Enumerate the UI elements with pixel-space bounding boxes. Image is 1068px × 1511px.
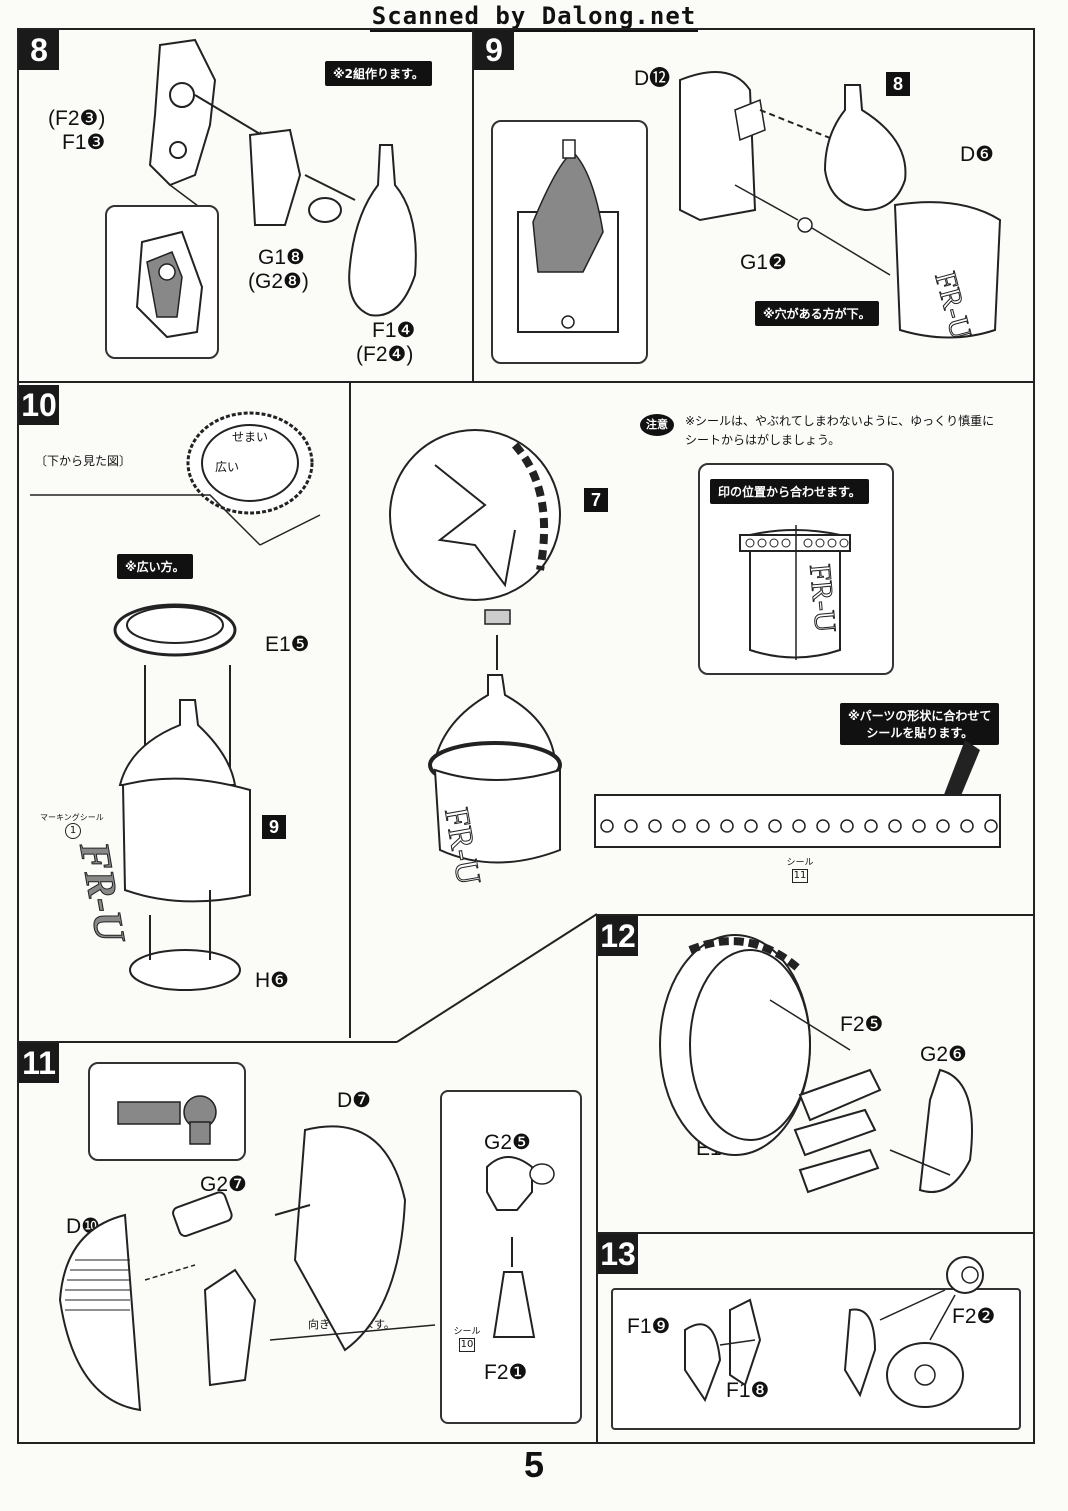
step13-illustration [684, 1256, 984, 1408]
part-label: F1❾ [627, 1315, 671, 1338]
ring-bottom-view [186, 411, 314, 515]
part-label: F2❶ [484, 1361, 528, 1384]
divider [472, 28, 474, 382]
part-label: D❼ [337, 1089, 371, 1112]
divider-diagonal [17, 913, 598, 1043]
step-reference: 7 [584, 488, 608, 512]
divider [596, 914, 598, 1442]
caution-badge: 注意 [640, 414, 674, 436]
part-label: G1❷ [740, 251, 787, 274]
step-number: 9 [474, 30, 514, 70]
part-label: G2❺ [484, 1131, 531, 1154]
step-number: 11 [19, 1043, 59, 1083]
step-note: ※2組作ります。 [325, 61, 432, 86]
step-note: ※穴がある方が下。 [755, 301, 879, 326]
part-label: G2❻ [920, 1043, 967, 1066]
part-label: G1❽ [258, 246, 305, 269]
part-label: F2❺ [840, 1013, 884, 1036]
divider [596, 1232, 1033, 1234]
part-label: (G2❽) [248, 270, 309, 293]
step10-center-illustration: FR-U [389, 429, 562, 888]
sticker-note: ※パーツの形状に合わせて シールを貼ります。 [840, 703, 1000, 745]
part-label: (F2❸) [48, 107, 106, 130]
detail-inset [88, 1062, 246, 1161]
caution-text: ※シールは、やぶれてしまわないように、ゆっくり慎重に [685, 414, 995, 428]
step-reference: 8 [886, 72, 910, 96]
detail-inset [105, 205, 219, 359]
detail-inset [611, 1288, 1021, 1430]
scan-credit: Scanned by Dalong.net [369, 2, 699, 32]
step-number: 13 [598, 1234, 638, 1274]
divider [596, 914, 1033, 916]
narrow-label: せまい [232, 430, 269, 444]
part-label: F1❽ [726, 1379, 770, 1402]
part-label: D❻ [960, 143, 994, 166]
part-label: H❻ [255, 969, 289, 992]
wide-label: 広い [215, 460, 240, 474]
step-note: ※広い方。 [117, 554, 193, 579]
part-label: F2❷ [952, 1305, 996, 1328]
part-label: F1❹ [372, 319, 416, 342]
part-label: D⓬ [634, 67, 671, 90]
detail-inset [440, 1090, 582, 1424]
step-number: 8 [19, 30, 59, 70]
page-number: 5 [523, 1444, 545, 1485]
part-label: (F2❹) [356, 343, 414, 366]
step9-illustration: FR-U [679, 71, 1002, 344]
marking-number: 1 [65, 823, 81, 839]
step11-illustration [58, 1125, 436, 1412]
part-label: F1❸ [62, 131, 106, 154]
fr-u-logo: FR-U [803, 563, 842, 634]
sticker-strip [594, 740, 1001, 848]
page-frame [17, 28, 1035, 1444]
step12-illustration [659, 934, 973, 1194]
part-label: G2❼ [200, 1173, 247, 1196]
step-number: 12 [598, 916, 638, 956]
step10-left-illustration: FR-U [30, 494, 321, 991]
align-note: 印の位置から合わせます。 [710, 479, 869, 504]
caution-text: シートからはがしましょう。 [685, 433, 841, 447]
step-number: 10 [19, 385, 59, 425]
detail-inset [491, 120, 648, 364]
step-reference: 9 [262, 815, 286, 839]
divider [349, 383, 351, 1038]
step8-illustration [148, 38, 417, 317]
divider [17, 381, 1033, 383]
part-label: E1❺ [265, 633, 310, 656]
marking-label: マーキングシール [40, 813, 104, 822]
view-label: 〔下から見た図〕 [35, 454, 132, 468]
